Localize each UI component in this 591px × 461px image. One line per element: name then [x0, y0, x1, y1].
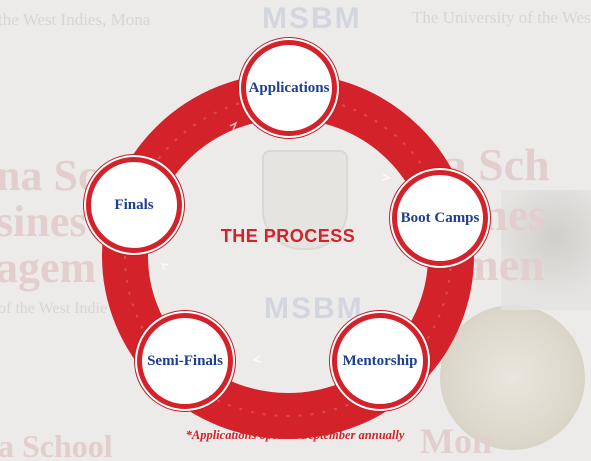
applications-footnote: *Applications open in September annually: [185, 428, 405, 442]
flow-arrow-icon: [229, 121, 238, 131]
bg-university-text: the West Indies, Mona: [0, 10, 151, 29]
bg-business-left: sines: [0, 197, 87, 246]
flow-arrow-icon: [252, 355, 262, 363]
flow-arrow-icon: [160, 263, 169, 271]
decorative-shadow: [501, 190, 591, 310]
bg-university-text-right: The University of the West: [412, 8, 591, 27]
node-boot-camps: Boot Camps: [392, 170, 488, 266]
process-title: THE PROCESS: [220, 226, 356, 246]
node-semi-finals: Semi-Finals: [137, 313, 233, 409]
flow-arrow-icon: [381, 173, 391, 181]
node-label: Boot Camps: [400, 209, 480, 226]
node-label: Semi-Finals: [147, 352, 223, 369]
bg-mona-bottom-right: Mon: [420, 421, 492, 461]
medal-image: [440, 305, 585, 450]
node-label: Applications: [248, 79, 330, 96]
university-crest: [262, 150, 348, 250]
node-applications: Applications: [241, 40, 337, 136]
node-finals: Finals: [86, 157, 182, 253]
bg-management-left: agem: [0, 243, 97, 292]
bg-msbm-logo: MSBM: [262, 2, 362, 35]
node-label: Mentorship: [342, 352, 418, 369]
bg-school-bottom-left: a School: [0, 428, 113, 461]
bg-school-name-left: na Sc: [0, 151, 98, 200]
node-mentorship: Mentorship: [332, 313, 428, 409]
node-label: Finals: [114, 196, 154, 213]
bg-university-small: of the West Indie: [0, 300, 108, 317]
bg-msbm-logo-center: MSBM: [264, 292, 364, 325]
